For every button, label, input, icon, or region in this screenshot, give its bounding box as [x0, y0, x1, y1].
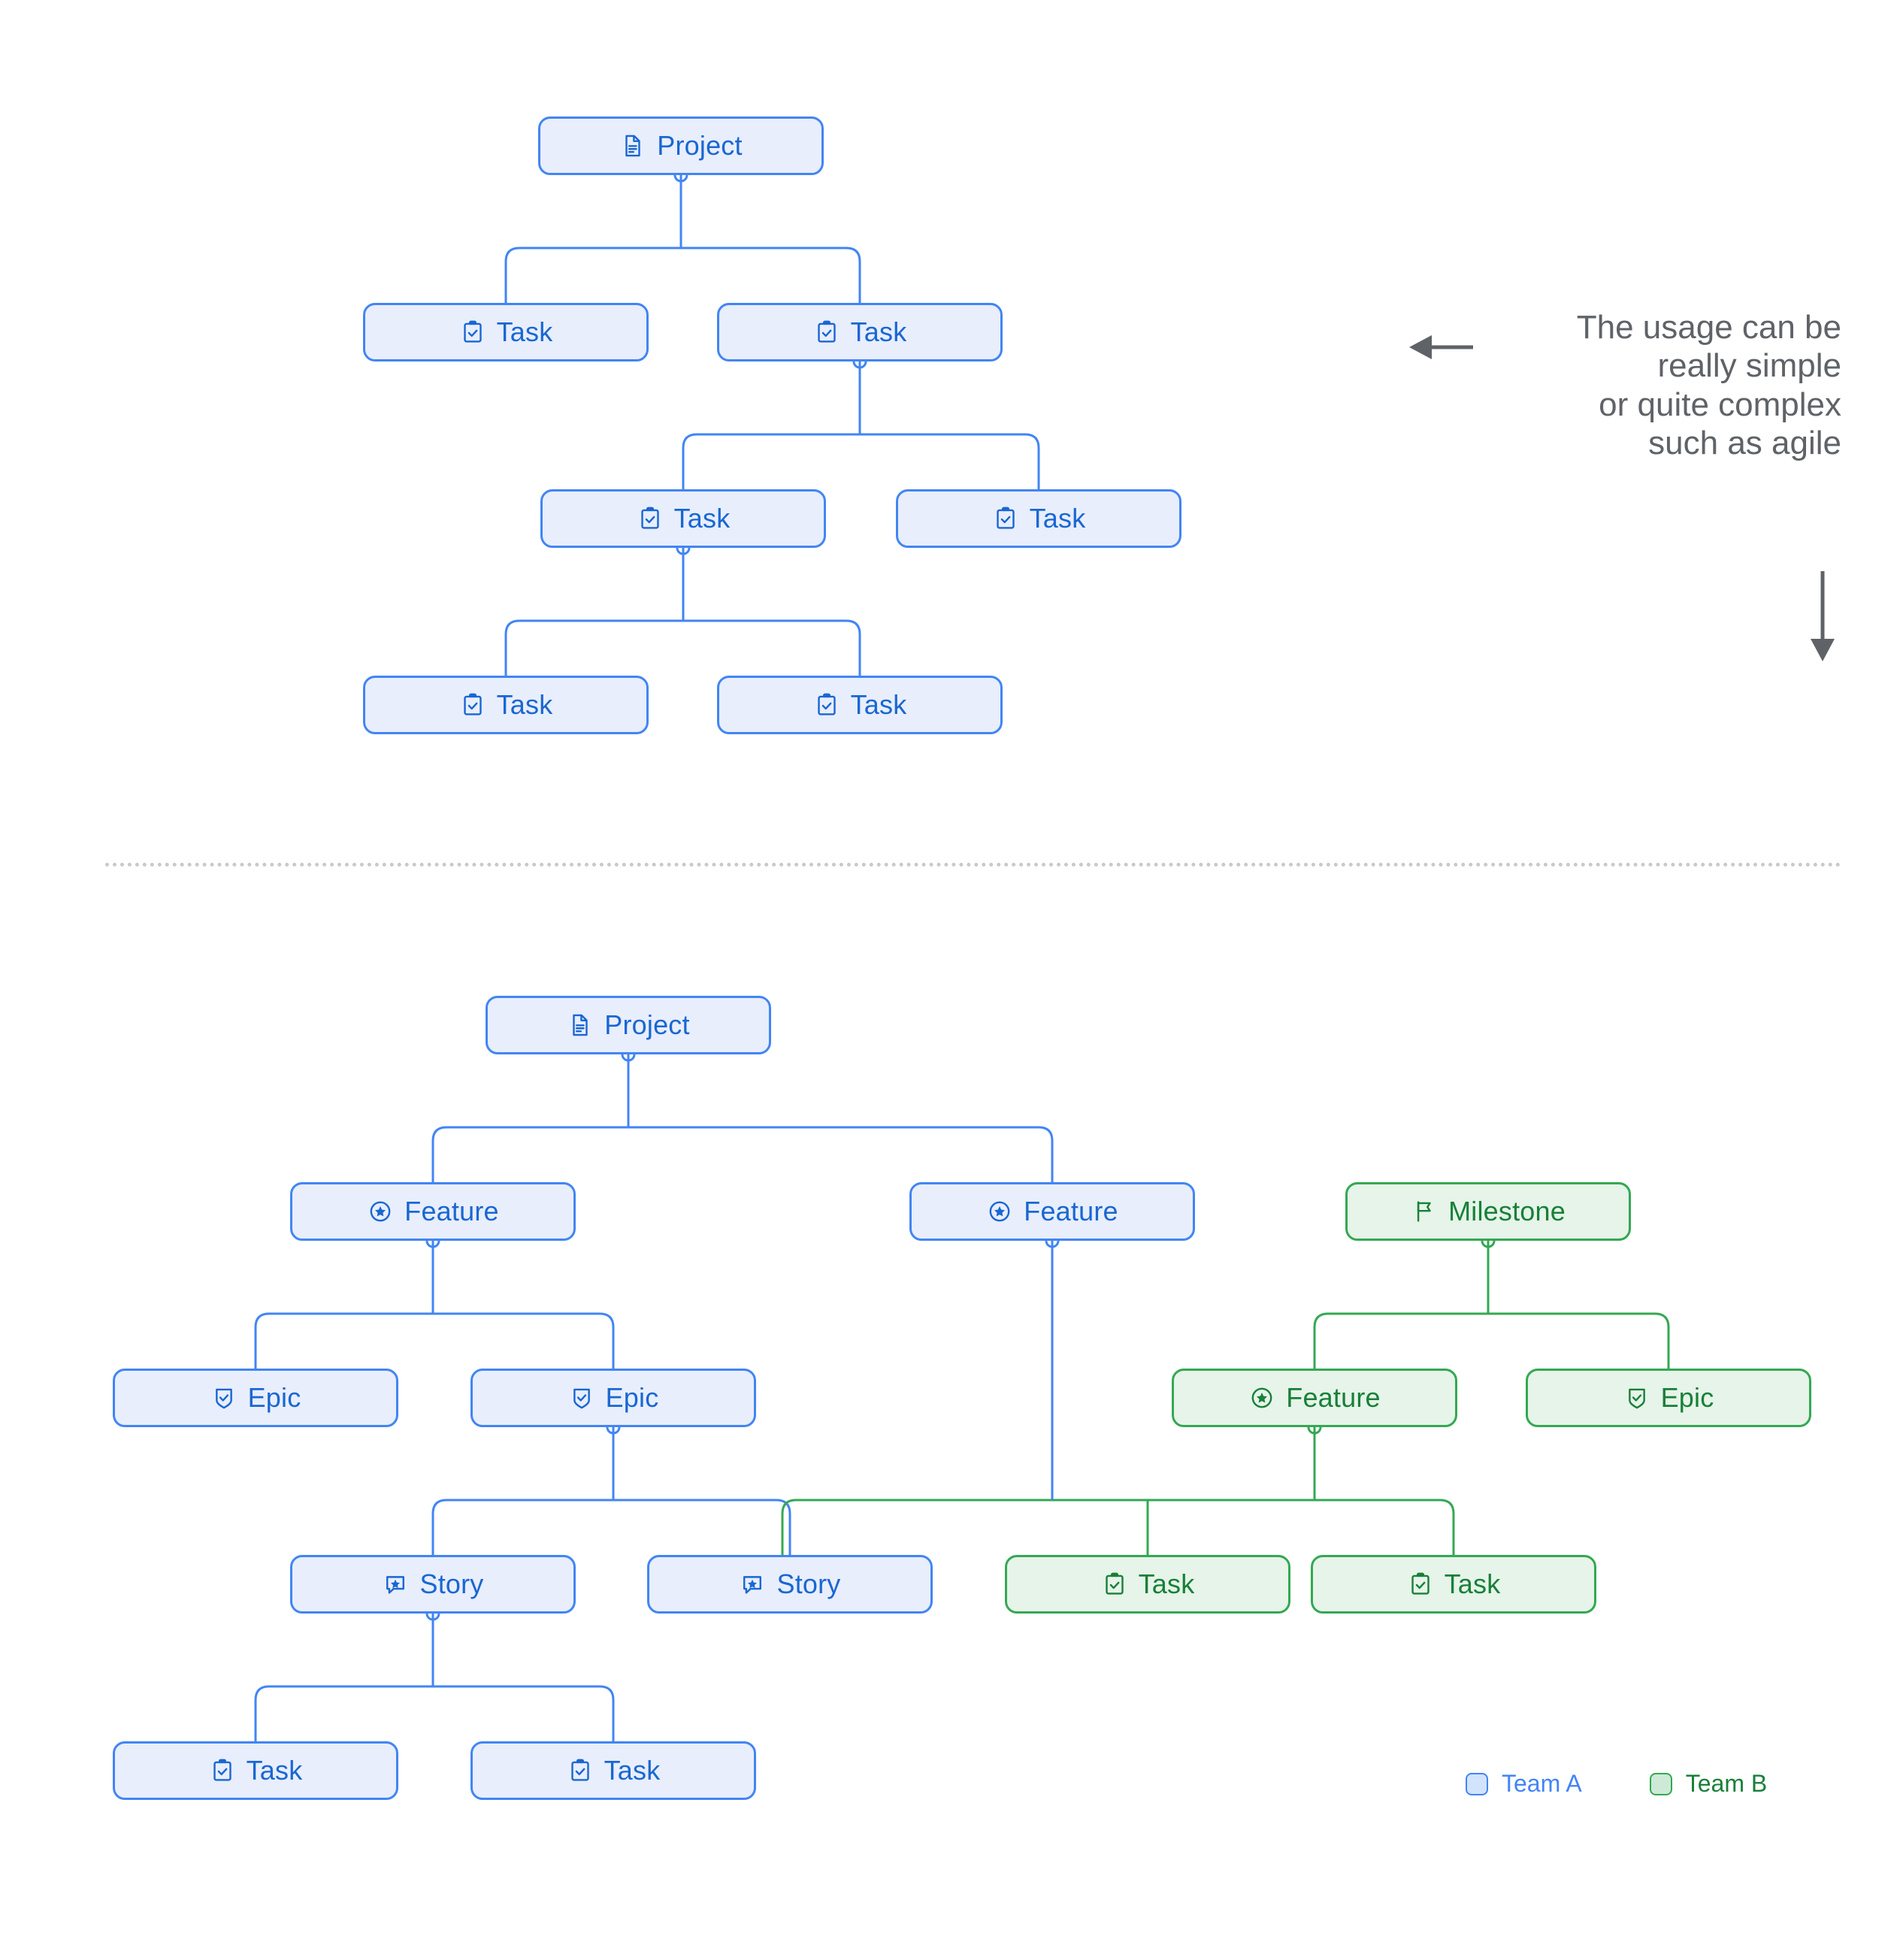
epic-icon — [210, 1384, 237, 1411]
node-epic[interactable]: Epic — [113, 1369, 398, 1427]
node-label: Task — [604, 1755, 661, 1786]
task-icon — [992, 505, 1019, 532]
epic-icon — [568, 1384, 595, 1411]
task-icon — [209, 1757, 236, 1784]
node-epic[interactable]: Epic — [1526, 1369, 1811, 1427]
legend-swatch-icon — [1466, 1772, 1488, 1795]
node-label: Task — [1444, 1568, 1501, 1599]
node-task[interactable]: Task — [896, 489, 1181, 548]
connector-branch — [1313, 1312, 1329, 1369]
feature-icon — [367, 1198, 394, 1225]
connector-branch — [254, 1312, 270, 1369]
node-label: Task — [246, 1755, 303, 1786]
connector-branch — [781, 1499, 797, 1559]
node-project[interactable]: Project — [486, 996, 771, 1054]
story-icon — [382, 1571, 409, 1598]
node-label: Project — [657, 130, 743, 161]
node-task[interactable]: Task — [1005, 1555, 1290, 1614]
node-label: Story — [419, 1568, 484, 1599]
task-icon — [459, 691, 486, 718]
task-icon — [459, 319, 486, 346]
task-icon — [567, 1757, 594, 1784]
connector-branch — [504, 247, 520, 303]
document-icon — [619, 132, 646, 159]
node-label: Feature — [1286, 1382, 1381, 1413]
legend-swatch-icon — [1649, 1772, 1672, 1795]
node-task[interactable]: Task — [1311, 1555, 1596, 1614]
node-label: Epic — [1660, 1382, 1714, 1413]
node-label: Task — [850, 316, 907, 347]
legend-item-team-a[interactable]: Team A — [1466, 1770, 1582, 1798]
task-icon — [1101, 1571, 1128, 1598]
node-label: Task — [1138, 1568, 1195, 1599]
node-story[interactable]: Story — [290, 1555, 576, 1614]
node-label: Milestone — [1448, 1196, 1566, 1227]
node-label: Task — [496, 689, 553, 720]
connector-branch — [599, 1685, 615, 1741]
connector-branch — [504, 619, 520, 676]
task-icon — [813, 319, 840, 346]
node-task[interactable]: Task — [470, 1741, 756, 1800]
node-label: Feature — [404, 1196, 499, 1227]
node-feature[interactable]: Feature — [1172, 1369, 1457, 1427]
connector-branch — [846, 247, 861, 303]
node-label: Feature — [1024, 1196, 1118, 1227]
connector-branch — [431, 1499, 447, 1555]
node-milestone[interactable]: Milestone — [1345, 1182, 1631, 1241]
node-label: Task — [673, 503, 731, 534]
milestone-icon — [1411, 1198, 1438, 1225]
legend-label: Team A — [1502, 1770, 1582, 1797]
feature-icon — [986, 1198, 1013, 1225]
node-task[interactable]: Task — [540, 489, 826, 548]
node-story[interactable]: Story — [647, 1555, 933, 1614]
connector-branch — [431, 1126, 447, 1182]
annotation-arrowhead-left — [1409, 335, 1432, 359]
legend-item-team-b[interactable]: Team B — [1649, 1770, 1768, 1798]
section-divider — [105, 863, 1841, 867]
feature-icon — [1248, 1384, 1275, 1411]
connector-branch — [1654, 1312, 1670, 1369]
node-feature[interactable]: Feature — [909, 1182, 1195, 1241]
node-label: Task — [496, 316, 553, 347]
epic-icon — [1623, 1384, 1650, 1411]
connector-branch — [1038, 1126, 1054, 1182]
usage-annotation-text: The usage can be really simple or quite … — [1576, 309, 1841, 462]
task-icon — [637, 505, 664, 532]
task-icon — [1407, 1571, 1434, 1598]
connector-branch — [682, 433, 697, 489]
connector-branch — [776, 1499, 791, 1555]
node-project[interactable]: Project — [538, 116, 824, 175]
node-label: Task — [850, 689, 907, 720]
node-task[interactable]: Task — [717, 303, 1003, 361]
node-feature[interactable]: Feature — [290, 1182, 576, 1241]
legend-label: Team B — [1685, 1770, 1768, 1797]
node-task[interactable]: Task — [717, 676, 1003, 734]
node-task[interactable]: Task — [363, 676, 649, 734]
node-epic[interactable]: Epic — [470, 1369, 756, 1427]
node-label: Story — [776, 1568, 841, 1599]
story-icon — [739, 1571, 766, 1598]
node-label: Epic — [605, 1382, 659, 1413]
node-task[interactable]: Task — [113, 1741, 398, 1800]
connector-branch — [599, 1312, 615, 1369]
node-label: Project — [604, 1009, 690, 1040]
connector-branch — [254, 1685, 270, 1741]
connector-branch — [1439, 1499, 1455, 1555]
annotation-arrowhead-down — [1811, 639, 1835, 661]
connector-branch — [1024, 433, 1040, 489]
node-label: Epic — [247, 1382, 301, 1413]
node-label: Task — [1029, 503, 1086, 534]
task-icon — [813, 691, 840, 718]
node-task[interactable]: Task — [363, 303, 649, 361]
team-legend: Team A Team B — [1466, 1770, 1767, 1798]
connector-branch — [846, 619, 861, 676]
document-icon — [567, 1012, 594, 1039]
